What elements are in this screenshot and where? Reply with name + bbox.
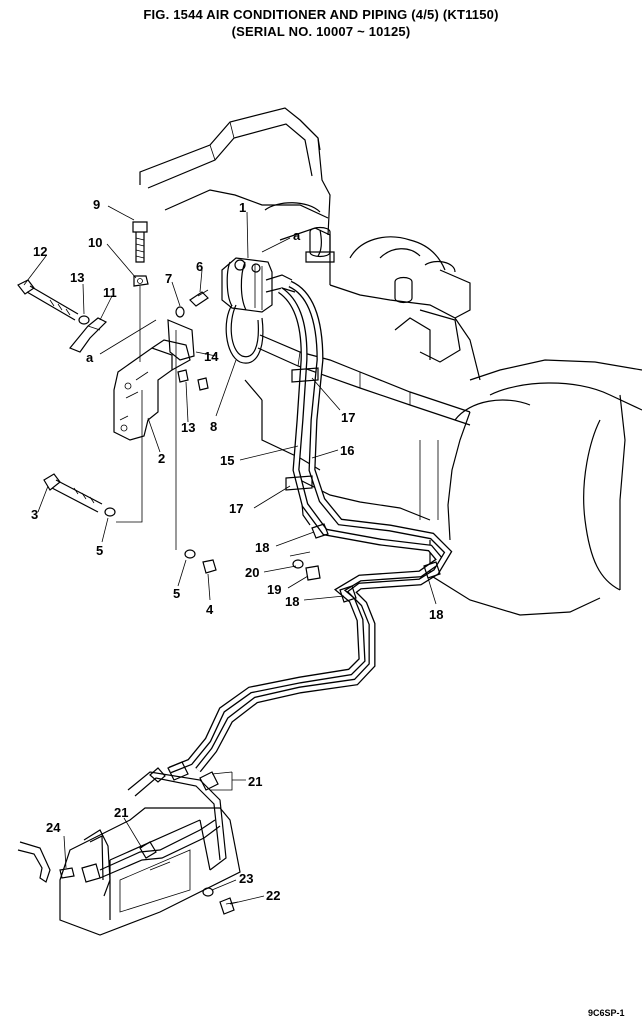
- callout-1: 1: [239, 200, 246, 215]
- callout-20: 20: [245, 565, 259, 580]
- figure-title: FIG. 1544 AIR CONDITIONER AND PIPING (4/…: [143, 7, 499, 22]
- callout-labels: 1 2 3 4 5 5 6 7 8 9 10 11 12 13 13 14 15…: [31, 197, 443, 903]
- callout-24: 24: [46, 820, 61, 835]
- callout-3: 3: [31, 507, 38, 522]
- callout-4: 4: [206, 602, 214, 617]
- drive-belt: [225, 304, 264, 364]
- compressor: [221, 257, 296, 313]
- condenser-unit: [17, 761, 241, 936]
- callout-7: 7: [165, 271, 172, 286]
- callout-17a: 17: [341, 410, 355, 425]
- callout-19: 19: [267, 582, 281, 597]
- engine-block: [139, 107, 642, 616]
- drawing-code: 9C6SP-1: [588, 1008, 625, 1018]
- callout-21b: 21: [114, 805, 128, 820]
- callout-12: 12: [33, 244, 47, 259]
- callout-8: 8: [210, 419, 217, 434]
- callout-23: 23: [239, 871, 253, 886]
- callout-16: 16: [340, 443, 354, 458]
- bracket-assembly: [17, 221, 217, 574]
- callout-17b: 17: [229, 501, 243, 516]
- callout-13a: 13: [70, 270, 84, 285]
- callout-9: 9: [93, 197, 100, 212]
- callout-18a: 18: [255, 540, 269, 555]
- callout-a-top: a: [293, 228, 301, 243]
- callout-21a: 21: [248, 774, 262, 789]
- callout-22: 22: [266, 888, 280, 903]
- refrigerant-hoses: [168, 280, 453, 774]
- callout-18c: 18: [429, 607, 443, 622]
- callout-14: 14: [204, 349, 219, 364]
- leader-lines: [23, 205, 437, 905]
- callout-10: 10: [88, 235, 102, 250]
- callout-2: 2: [158, 451, 165, 466]
- callout-11: 11: [103, 285, 117, 300]
- callout-5b: 5: [173, 586, 180, 601]
- callout-13b: 13: [181, 420, 195, 435]
- callout-6: 6: [196, 259, 203, 274]
- callout-18b: 18: [285, 594, 299, 609]
- callout-15: 15: [220, 453, 234, 468]
- callout-a-left: a: [86, 350, 94, 365]
- figure-subtitle: (SERIAL NO. 10007 ~ 10125): [231, 24, 411, 39]
- callout-5a: 5: [96, 543, 103, 558]
